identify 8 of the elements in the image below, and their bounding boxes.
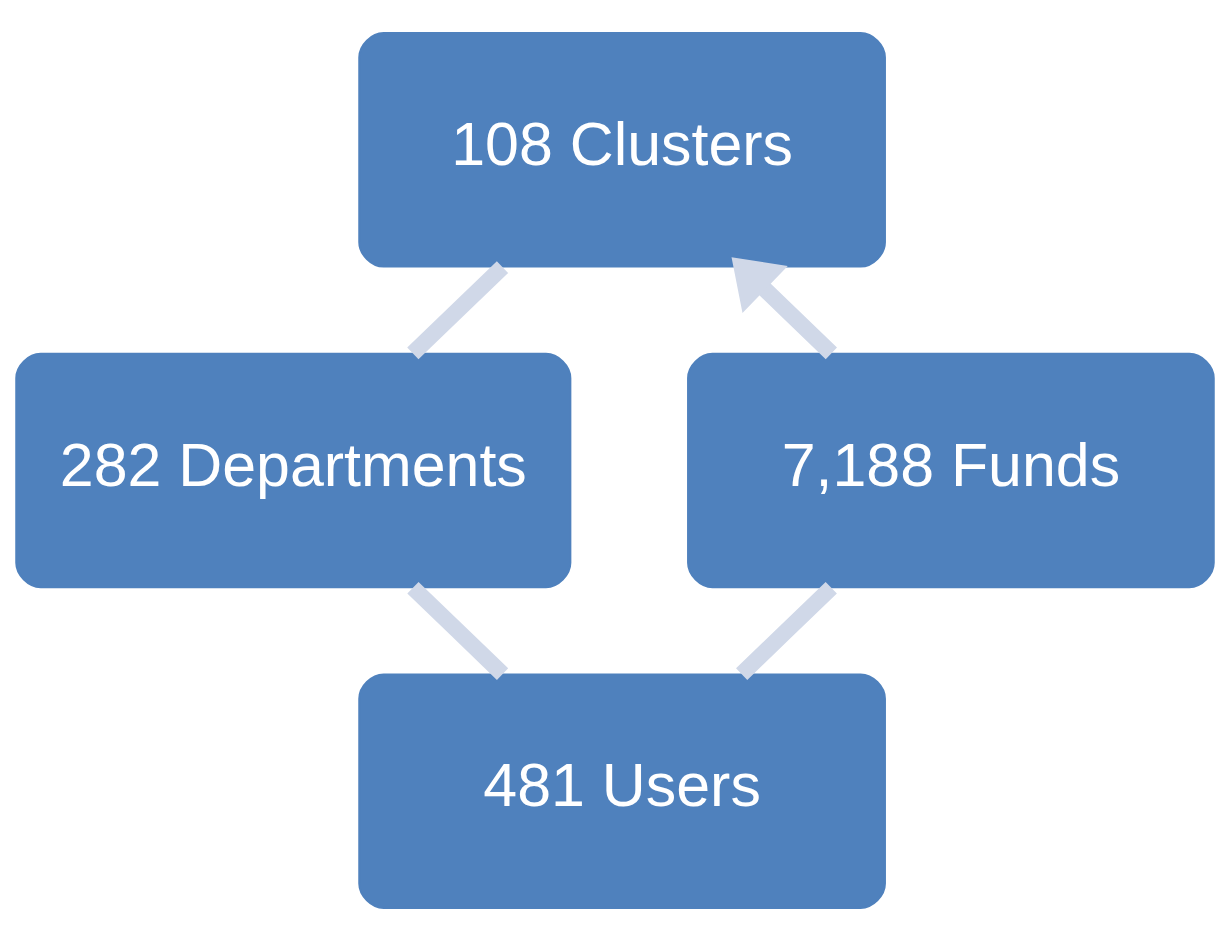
node-box: 108 Clusters [358, 32, 886, 268]
connector [736, 581, 837, 680]
node-box: 481 Users [358, 673, 886, 909]
connector [407, 581, 509, 680]
node-box: 7,188 Funds [687, 352, 1215, 589]
connector [407, 261, 509, 360]
node-box: 282 Departments [15, 352, 572, 589]
arrow [731, 257, 837, 360]
